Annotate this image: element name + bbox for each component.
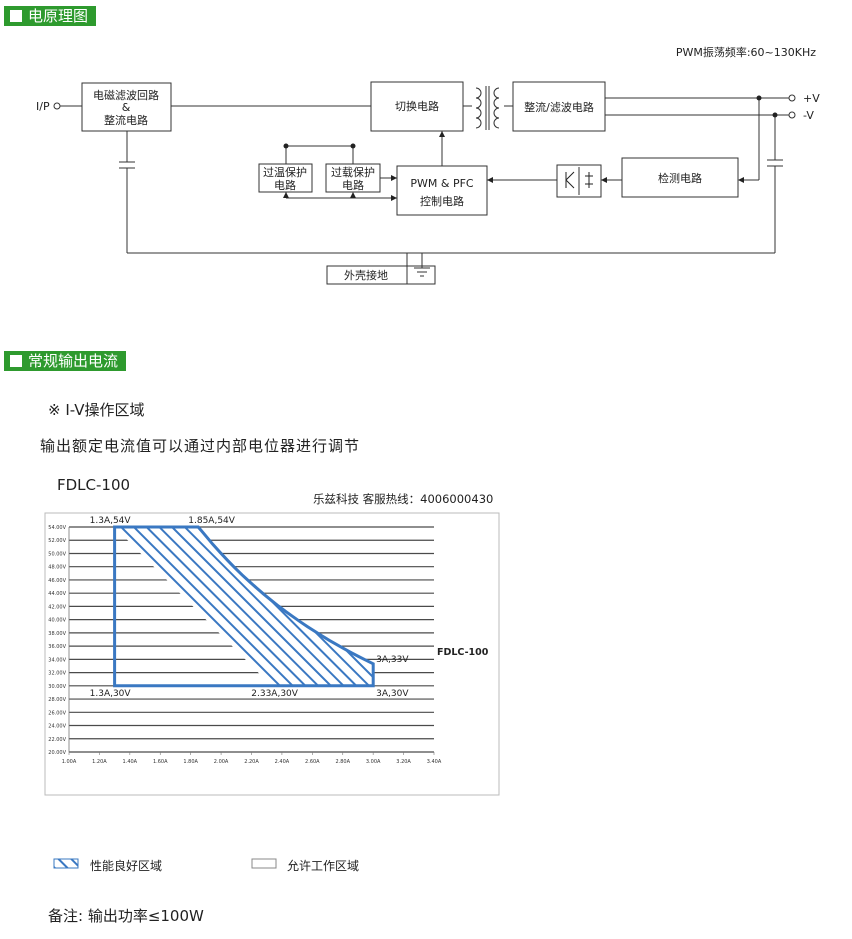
y-tick-label: 26.00V — [48, 710, 66, 716]
y-tick-label: 36.00V — [48, 644, 66, 650]
arrow-icon — [350, 192, 356, 198]
good-performance-region — [114, 527, 374, 686]
y-tick-label: 48.00V — [48, 565, 66, 571]
y-tick-label: 20.00V — [48, 750, 66, 756]
ground-icon — [414, 253, 430, 277]
y-tick-label: 54.00V — [48, 525, 66, 531]
x-tick-label: 2.20A — [244, 759, 259, 765]
legend-allowed-swatch — [251, 858, 277, 869]
emi-filter-label-3: 整流电路 — [104, 113, 148, 127]
bullet-square-icon — [10, 355, 22, 367]
region-point-label: 3A,33V — [376, 655, 409, 665]
chart-frame — [44, 512, 500, 796]
diagram-section-title: 电原理图 — [28, 7, 89, 25]
rectifier-filter-label: 整流/滤波电路 — [524, 100, 594, 114]
optocoupler-icon — [556, 164, 602, 198]
arrow-icon — [391, 175, 397, 181]
input-terminal — [53, 102, 61, 110]
y-tick-label: 24.00V — [48, 724, 66, 730]
x-tick-label: 1.20A — [92, 759, 107, 765]
iv-area-heading: ※ I-V操作区域 — [48, 401, 145, 419]
output-section-header: 常规输出电流 — [4, 351, 127, 371]
positive-output-terminal — [788, 94, 796, 102]
ground-label: 外壳接地 — [344, 268, 388, 282]
arrow-icon — [283, 192, 289, 198]
diagram-section-header: 电原理图 — [4, 6, 97, 26]
y-tick-label: 38.00V — [48, 631, 66, 637]
arrow-icon — [601, 177, 607, 183]
legend-good-label: 性能良好区域 — [90, 859, 163, 873]
bullet-square-icon — [10, 10, 22, 22]
arrow-icon — [487, 177, 493, 183]
y-tick-label: 22.00V — [48, 737, 66, 743]
region-point-label: 1.3A,54V — [90, 516, 132, 526]
y-tick-label: 50.00V — [48, 551, 66, 557]
x-tick-label: 2.80A — [335, 759, 350, 765]
x-tick-label: 2.60A — [305, 759, 320, 765]
otp-label-1: 过温保护 — [263, 165, 307, 179]
model-title: FDLC-100 — [57, 476, 131, 494]
region-point-label: 1.85A,54V — [188, 516, 236, 526]
otp-label-2: 电路 — [274, 179, 296, 192]
y-tick-label: 34.00V — [48, 657, 66, 663]
input-label: I/P — [36, 100, 50, 113]
ground-box — [326, 265, 436, 285]
y-tick-label: 32.00V — [48, 671, 66, 677]
x-tick-label: 3.40A — [427, 759, 442, 765]
freq-label: PWM振荡频率:60~130KHz — [676, 45, 816, 59]
note-text: 备注: 输出功率≤100W — [48, 907, 204, 925]
y-tick-label: 28.00V — [48, 697, 66, 703]
emi-filter-label-1: 电磁滤波回路 — [93, 89, 159, 102]
olp-label-1: 过载保护 — [331, 165, 375, 179]
arrow-icon — [439, 131, 445, 137]
switch-circuit-label: 切换电路 — [395, 99, 439, 113]
region-point-label: 1.3A,30V — [90, 689, 132, 699]
output-section-title: 常规输出电流 — [28, 352, 119, 370]
pwm-label-2: 控制电路 — [420, 194, 464, 208]
detect-circuit-box — [621, 157, 739, 198]
x-tick-label: 1.00A — [62, 759, 77, 765]
circuit-diagram: PWM振荡频率:60~130KHz I/P 电磁滤波回路 & 整流电路 切换电路… — [36, 45, 820, 285]
legend-allowed-label: 允许工作区域 — [287, 859, 360, 873]
pwm-label-1: PWM & PFC — [410, 177, 474, 190]
region-point-label: 2.33A,30V — [251, 689, 299, 699]
x-tick-label: 1.40A — [123, 759, 138, 765]
positive-output-label: +V — [803, 92, 820, 105]
x-tick-label: 2.40A — [275, 759, 290, 765]
emi-filter-label-2: & — [122, 101, 131, 114]
x-tick-label: 1.80A — [183, 759, 198, 765]
detect-circuit-label: 检测电路 — [658, 171, 702, 185]
y-tick-label: 46.00V — [48, 578, 66, 584]
x-tick-label: 1.60A — [153, 759, 168, 765]
region-point-label: 3A,30V — [376, 689, 409, 699]
allowed-operating-region — [113, 525, 375, 688]
y-tick-label: 30.00V — [48, 684, 66, 690]
y-tick-label: 42.00V — [48, 604, 66, 610]
arrow-icon — [738, 177, 744, 183]
negative-output-label: -V — [803, 109, 814, 122]
arrow-icon — [391, 195, 397, 201]
iv-description: 输出额定电流值可以通过内部电位器进行调节 — [40, 437, 361, 455]
series-name-label: FDLC-100 — [437, 647, 489, 658]
x-tick-label: 2.00A — [214, 759, 229, 765]
y-tick-label: 44.00V — [48, 591, 66, 597]
y-tick-label: 52.00V — [48, 538, 66, 544]
olp-label-2: 电路 — [342, 179, 364, 192]
hotline-text: 乐兹科技 客服热线：4006000430 — [313, 492, 494, 506]
negative-output-terminal — [788, 111, 796, 119]
x-tick-label: 3.20A — [396, 759, 411, 765]
transformer-icon — [475, 86, 500, 130]
y-tick-label: 40.00V — [48, 618, 66, 624]
rectifier-filter-box — [512, 81, 606, 132]
x-tick-label: 3.00A — [366, 759, 381, 765]
legend-good-swatch — [53, 858, 79, 869]
